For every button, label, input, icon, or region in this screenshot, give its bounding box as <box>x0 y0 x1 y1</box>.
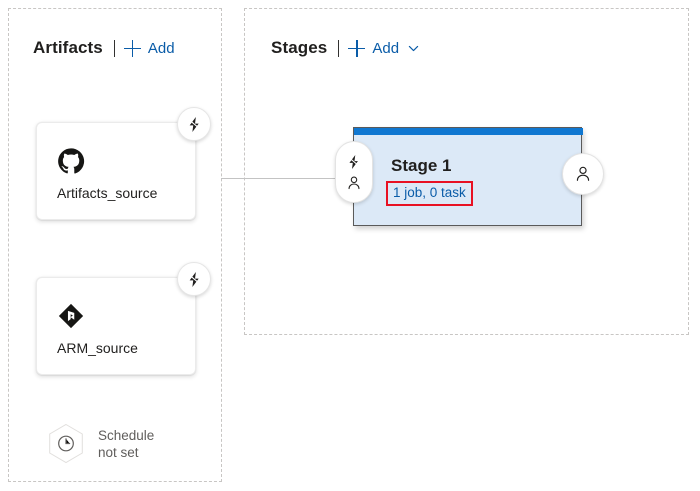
plus-icon <box>348 39 366 57</box>
add-stage-label: Add <box>372 39 400 57</box>
stage-name: Stage 1 <box>391 156 452 175</box>
person-icon <box>574 165 592 183</box>
artifacts-title: Artifacts <box>33 38 103 57</box>
plus-icon <box>123 39 141 57</box>
artifacts-panel <box>8 8 222 482</box>
add-stage-button[interactable]: Add <box>348 39 419 57</box>
pre-deployment-conditions-badge[interactable] <box>335 141 373 203</box>
stages-panel <box>244 8 689 335</box>
stage-status-bar <box>354 128 583 135</box>
stage-box[interactable]: Stage 1 1 job, 0 task <box>353 127 583 226</box>
artifact-card-label: Artifacts_source <box>57 185 158 201</box>
artifact-card-artifacts-source[interactable]: Artifacts_source <box>36 107 211 220</box>
add-artifact-label: Add <box>147 39 175 57</box>
artifact-stage-connector <box>221 178 357 179</box>
schedule-trigger-item[interactable]: Schedule not set <box>43 421 154 467</box>
stage-meta-highlight: 1 job, 0 task <box>386 181 473 206</box>
stage-node[interactable]: Stage 1 1 job, 0 task <box>335 127 604 226</box>
artifacts-panel-header: Artifacts Add <box>33 38 175 58</box>
header-divider <box>338 39 340 57</box>
person-icon <box>346 175 362 191</box>
azure-repos-icon <box>57 302 85 330</box>
post-deployment-conditions-badge[interactable] <box>562 153 604 195</box>
stage-jobs-tasks-link[interactable]: 1 job, 0 task <box>393 185 466 200</box>
github-icon <box>57 147 85 175</box>
header-divider <box>113 39 115 57</box>
artifact-card-label: ARM_source <box>57 340 138 356</box>
chevron-down-icon[interactable] <box>408 43 419 54</box>
lightning-bolt-icon[interactable] <box>177 262 211 296</box>
stages-panel-header: Stages Add <box>271 38 419 58</box>
lightning-bolt-icon <box>346 154 362 170</box>
schedule-label: Schedule not set <box>98 428 155 460</box>
lightning-bolt-icon[interactable] <box>177 107 211 141</box>
stages-title: Stages <box>271 38 328 57</box>
add-artifact-button[interactable]: Add <box>123 39 175 57</box>
clock-icon <box>43 421 89 467</box>
artifact-card-arm-source[interactable]: ARM_source <box>36 262 211 375</box>
